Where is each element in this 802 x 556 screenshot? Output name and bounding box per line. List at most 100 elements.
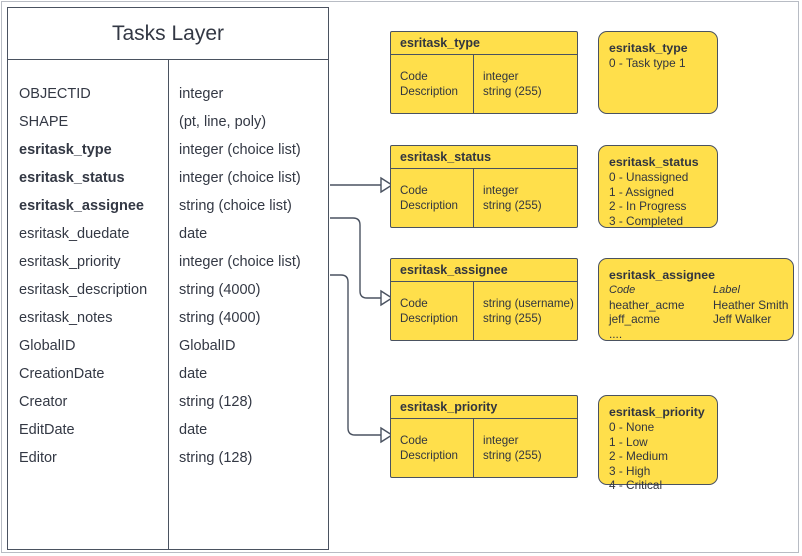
value-list-item: 2 - Medium — [609, 449, 669, 464]
field-name: GlobalID — [19, 338, 76, 354]
code-label: Code — [400, 70, 428, 83]
value-list-item: 4 - Critical — [609, 478, 663, 493]
table-row[interactable]: CreationDate date — [8, 360, 328, 388]
domain-table-body: Code Description string (username) strin… — [391, 282, 577, 340]
value-list-item: 2 - In Progress — [609, 199, 687, 214]
table-row[interactable]: esritask_assignee string (choice list) — [8, 192, 328, 220]
field-name: Creator — [19, 394, 68, 410]
value-list-title: esritask_type — [609, 41, 688, 55]
code-label: Code — [400, 434, 428, 447]
domain-table-body: Code Description integer string (255) — [391, 419, 577, 477]
domain-column-divider — [473, 55, 475, 113]
assignee-value-grid: Code Label heather_acme Heather Smith je… — [609, 283, 788, 327]
field-type: date — [179, 422, 208, 438]
domain-table-title: esritask_assignee — [391, 259, 577, 282]
value-list-item: 0 - Task type 1 — [609, 56, 686, 70]
description-type: string (255) — [483, 199, 542, 212]
domain-column-divider — [473, 282, 475, 340]
domain-table-priority[interactable]: esritask_priority Code Description integ… — [390, 395, 578, 478]
description-label: Description — [400, 449, 458, 462]
field-type: string (128) — [179, 450, 253, 466]
domain-field-types: string (username) string (255) — [483, 296, 574, 326]
value-list-item: 1 - Low — [609, 434, 648, 449]
code-type: integer — [483, 434, 519, 447]
domain-column-divider — [473, 169, 475, 227]
domain-field-names: Code Description — [400, 433, 458, 463]
domain-field-names: Code Description — [400, 183, 458, 213]
field-name: EditDate — [19, 422, 75, 438]
page-title: Tasks Layer — [8, 8, 328, 60]
value-list-item: 0 - None — [609, 420, 655, 434]
field-type: date — [179, 366, 208, 382]
description-label: Description — [400, 312, 458, 325]
domain-field-names: Code Description — [400, 69, 458, 99]
connector-assignee — [330, 217, 381, 299]
value-list-item: 3 - Completed — [609, 213, 684, 228]
table-row[interactable]: Creator string (128) — [8, 388, 328, 416]
value-list-assignee[interactable]: esritask_assignee Code Label heather_acm… — [598, 258, 794, 341]
table-row[interactable]: esritask_type integer (choice list) — [8, 136, 328, 164]
domain-table-body: Code Description integer string (255) — [391, 55, 577, 113]
domain-table-body: Code Description integer string (255) — [391, 169, 577, 227]
table-row[interactable]: esritask_status integer (choice list) — [8, 164, 328, 192]
field-name: SHAPE — [19, 114, 69, 130]
field-name: esritask_type — [19, 142, 112, 158]
table-row[interactable]: EditDate date — [8, 416, 328, 444]
field-name: esritask_notes — [19, 310, 113, 326]
value-list-title: esritask_status — [609, 155, 699, 169]
domain-table-type[interactable]: esritask_type Code Description integer s… — [390, 31, 578, 114]
field-name: Editor — [19, 450, 57, 466]
value-list-item: 0 - Unassigned — [609, 170, 689, 184]
value-list-status[interactable]: esritask_status 0 - Unassigned 1 - Assig… — [598, 145, 718, 228]
field-name: esritask_status — [19, 170, 125, 186]
table-row[interactable]: esritask_priority integer (choice list) — [8, 248, 328, 276]
code-label: Code — [400, 184, 428, 197]
field-type: integer — [179, 86, 224, 102]
domain-table-status[interactable]: esritask_status Code Description integer… — [390, 145, 578, 228]
domain-column-divider — [473, 419, 475, 477]
domain-table-title: esritask_status — [391, 146, 577, 169]
description-type: string (255) — [483, 312, 542, 325]
entity-column-divider — [168, 60, 169, 550]
connector-priority — [330, 274, 381, 436]
table-row[interactable]: Editor string (128) — [8, 444, 328, 472]
value-list-priority[interactable]: esritask_priority 0 - None 1 - Low 2 - M… — [598, 395, 718, 492]
field-type: integer (choice list) — [179, 142, 301, 158]
field-type: date — [179, 226, 208, 242]
field-name: esritask_description — [19, 282, 148, 298]
domain-table-title: esritask_priority — [391, 396, 577, 419]
domain-field-names: Code Description — [400, 296, 458, 326]
table-row[interactable]: GlobalID GlobalID — [8, 332, 328, 360]
code-type: integer — [483, 184, 519, 197]
domain-field-types: integer string (255) — [483, 183, 542, 213]
table-row[interactable]: esritask_duedate date — [8, 220, 328, 248]
table-row[interactable]: SHAPE (pt, line, poly) — [8, 108, 328, 136]
field-type: integer (choice list) — [179, 254, 301, 270]
domain-table-assignee[interactable]: esritask_assignee Code Description strin… — [390, 258, 578, 341]
code-label: Code — [400, 297, 428, 310]
description-type: string (255) — [483, 449, 542, 462]
field-type: GlobalID — [179, 338, 236, 354]
assignee-label-header: Label — [713, 284, 740, 296]
field-type: string (4000) — [179, 282, 261, 298]
value-list-title: esritask_assignee — [609, 268, 715, 282]
field-type: string (4000) — [179, 310, 261, 326]
table-row[interactable]: esritask_notes string (4000) — [8, 304, 328, 332]
field-type: string (choice list) — [179, 198, 292, 214]
description-label: Description — [400, 85, 458, 98]
value-list-type[interactable]: esritask_type 0 - Task type 1 — [598, 31, 718, 114]
field-name: esritask_duedate — [19, 226, 130, 242]
table-row[interactable]: esritask_description string (4000) — [8, 276, 328, 304]
value-list-item: 1 - Assigned — [609, 184, 674, 199]
tasks-layer-entity[interactable]: Tasks Layer OBJECTID integer SHAPE (pt, … — [7, 7, 329, 550]
table-row[interactable]: OBJECTID integer — [8, 80, 328, 108]
description-type: string (255) — [483, 85, 542, 98]
domain-table-title: esritask_type — [391, 32, 577, 55]
field-type: (pt, line, poly) — [179, 114, 267, 130]
assignee-code-header: Code — [609, 284, 636, 296]
assignee-ellipsis: .... — [609, 326, 623, 341]
domain-field-types: integer string (255) — [483, 433, 542, 463]
description-label: Description — [400, 199, 458, 212]
assignee-label: Jeff Walker — [713, 312, 772, 327]
